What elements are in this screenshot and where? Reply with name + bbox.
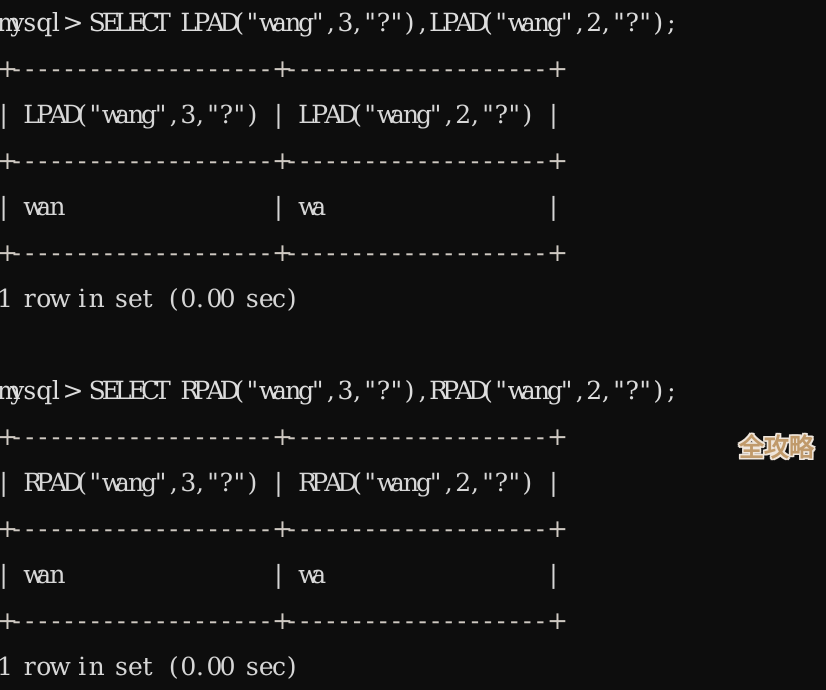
table-separator-line: +--------------------+------------------… [0, 238, 568, 267]
table-separator-line: +--------------------+------------------… [0, 606, 568, 635]
status-line: 1 row in set (0.00 sec) [0, 284, 297, 313]
table-row: | LPAD("wang",3,"?") | LPAD("wang",2,"?"… [0, 100, 558, 129]
terminal-blank-line [0, 322, 826, 368]
watermark-label: 全攻略 [738, 433, 814, 462]
status-line: 1 row in set (0.00 sec) [0, 652, 297, 681]
table-row: | RPAD("wang",3,"?") | RPAD("wang",2,"?"… [0, 468, 558, 497]
table-row: | wan | wa | [0, 192, 558, 221]
table-separator-line: +--------------------+------------------… [0, 514, 568, 543]
table-separator-line: +--------------------+------------------… [0, 146, 568, 175]
table-separator-line: +--------------------+------------------… [0, 54, 568, 83]
command-line: mysql> SELECT LPAD("wang",3,"?"),LPAD("w… [0, 8, 676, 37]
command-line: mysql> SELECT RPAD("wang",3,"?"),RPAD("w… [0, 376, 676, 405]
table-separator-line: +--------------------+------------------… [0, 422, 568, 451]
table-row: | wan | wa | [0, 560, 558, 589]
